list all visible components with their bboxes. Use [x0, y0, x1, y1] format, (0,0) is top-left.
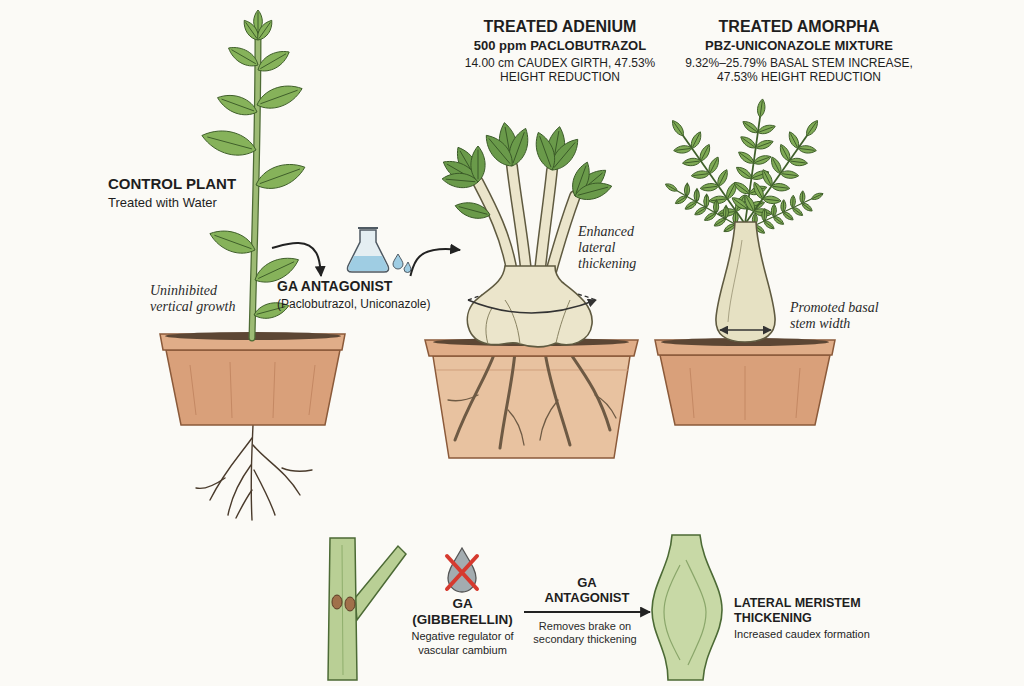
- text-group: CONTROL PLANT Treated with Water: [108, 175, 268, 211]
- flow-arrow: [272, 243, 321, 276]
- note: Removes brake on secondary thickening: [525, 620, 645, 645]
- plant-panel: TREATED AMORPHA PBZ-UNICONAZOLE MIXTURE 9.…: [668, 15, 934, 430]
- treatment-box: GA ANTAGONIST (Paclobutrazol, Uniconazole…: [275, 276, 432, 313]
- flow-arrow: [524, 611, 650, 613]
- basal-stem: [716, 222, 775, 342]
- flow-arrow: [410, 249, 460, 276]
- text-group: LATERAL MERISTEM THICKENING Increased cau…: [734, 596, 886, 641]
- text-group: TREATED AMORPHA PBZ-UNICONAZOLE MIXTURE 9.…: [668, 17, 930, 85]
- amorpha-plant: [655, 96, 835, 425]
- inhibit-cross: [447, 556, 477, 589]
- body-text: Treated with Water: [108, 195, 268, 211]
- edge-label: GA ANTAGONIST: [542, 576, 632, 606]
- body-text: Negative regulator of vascular cambium: [405, 630, 520, 656]
- width-arrow: [720, 329, 771, 331]
- control-roots: [196, 425, 312, 520]
- stem-detail: [328, 538, 406, 680]
- body-text: PBZ-UNICONAZOLE MIXTURE: [668, 38, 930, 54]
- body-text: (Paclobutrazol, Uniconazole): [277, 297, 430, 311]
- heading: TREATED AMORPHA: [668, 17, 930, 36]
- pinnate-leaves: [658, 96, 832, 241]
- hormone-panel: GA (GIBBERELLIN)Negative regulator of va…: [405, 540, 524, 680]
- body-text: Increased caudex formation: [734, 628, 886, 641]
- heading: LATERAL MERISTEM THICKENING: [734, 596, 886, 626]
- thickened-stem: [652, 535, 722, 680]
- thickening-arrow: [468, 300, 596, 313]
- annotation: Uninhibited vertical growth: [150, 283, 245, 315]
- annotation: Promoted basal stem width: [790, 300, 890, 332]
- annotation: Enhanced lateral thickening: [578, 224, 668, 272]
- body-text: 9.32%–25.79% BASAL STEM INCREASE, 47.53%…: [668, 56, 930, 85]
- flask-icon: [348, 228, 412, 273]
- text-group: GA (GIBBERELLIN)Negative regulator of va…: [405, 596, 520, 657]
- plant-panel: CONTROL PLANT Treated with Water: [100, 20, 272, 520]
- adenium-branches: [478, 166, 575, 272]
- leaves: [439, 121, 613, 222]
- body-text: 500 ppm PACLOBUTRAZOL: [460, 38, 660, 54]
- heading: GA ANTAGONIST: [277, 278, 430, 295]
- result-panel: LATERAL MERISTEM THICKENING Increased cau…: [650, 530, 890, 680]
- adenium-roots: [448, 350, 616, 448]
- pot: [660, 355, 830, 425]
- text-group: TREATED ADENIUM 500 ppm PACLOBUTRAZOL 14.0…: [460, 17, 660, 85]
- text-group: GA ANTAGONIST (Paclobutrazol, Uniconazole…: [277, 278, 430, 311]
- adenium-plant: [425, 121, 638, 458]
- heading: CONTROL PLANT: [108, 175, 268, 193]
- gibberellin-drop: [447, 548, 477, 592]
- heading: GA (GIBBERELLIN): [409, 596, 517, 628]
- heading: TREATED ADENIUM: [460, 17, 660, 36]
- leaves: [199, 10, 308, 322]
- control-plant: [160, 10, 345, 520]
- pot: [166, 350, 340, 425]
- body-text: 14.00 cm CAUDEX GIRTH, 47.53% HEIGHT RED…: [460, 56, 660, 85]
